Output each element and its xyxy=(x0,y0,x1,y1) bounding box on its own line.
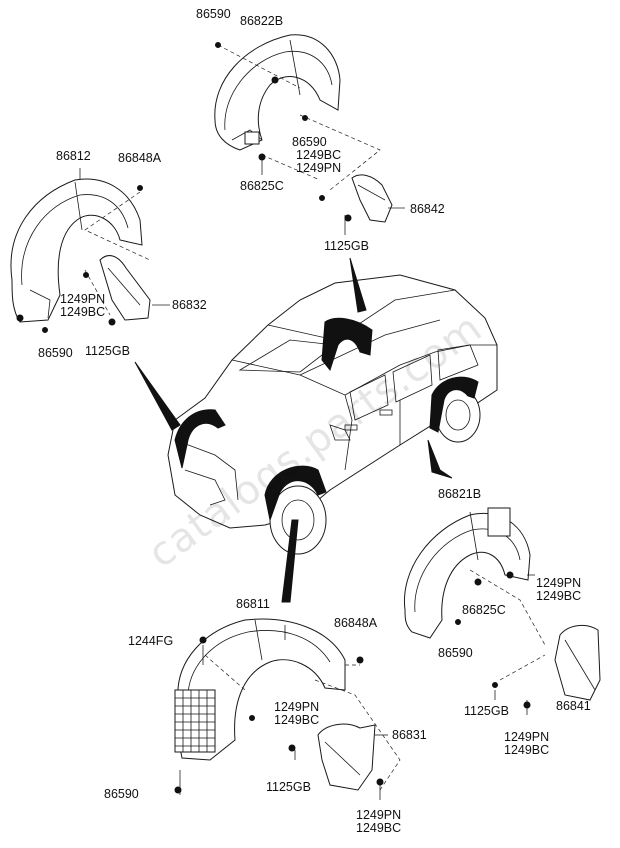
inner-fender-86822b xyxy=(214,34,341,151)
label-86832: 86832 xyxy=(172,298,207,312)
label-86590-left: 86590 xyxy=(38,346,73,360)
label-86842: 86842 xyxy=(410,202,445,216)
label-1249pn-left: 1249PN xyxy=(60,292,106,306)
label-86821b: 86821B xyxy=(438,487,482,501)
mud-guard-86832 xyxy=(99,255,151,321)
label-1249pn-right2: 1249PN xyxy=(504,730,550,744)
label-86812: 86812 xyxy=(56,149,91,163)
inner-fender-86812 xyxy=(10,178,143,323)
label-86825c-top: 86825C xyxy=(240,179,284,193)
label-86590-mid: 86590 xyxy=(292,135,327,149)
inner-fender-86821b xyxy=(403,507,531,639)
mud-guard-86842 xyxy=(351,174,393,223)
label-1249bc-right2: 1249BC xyxy=(504,743,550,757)
label-1249pn-right: 1249PN xyxy=(536,576,582,590)
label-86848a-left: 86848A xyxy=(118,151,162,165)
label-86848a-bottom: 86848A xyxy=(334,616,378,630)
label-1249pn-bottom2: 1249PN xyxy=(356,808,402,822)
mud-guard-86841 xyxy=(554,624,601,701)
label-86831: 86831 xyxy=(392,728,427,742)
label-1249pn-mid: 1249PN xyxy=(296,161,342,175)
label-86590-top: 86590 xyxy=(196,7,231,21)
mud-guard-86831 xyxy=(317,723,376,791)
bottom-guides xyxy=(174,636,401,800)
label-86825c-right: 86825C xyxy=(462,603,506,617)
label-1249bc-right: 1249BC xyxy=(536,589,582,603)
label-1249pn-bottom: 1249PN xyxy=(274,700,320,714)
inner-fender-86811 xyxy=(174,618,346,761)
label-86841: 86841 xyxy=(556,699,591,713)
label-1249bc-bottom2: 1249BC xyxy=(356,821,402,835)
label-1125gb-left: 1125GB xyxy=(85,344,130,358)
label-86811: 86811 xyxy=(236,597,270,611)
label-86590-bottom: 86590 xyxy=(104,787,139,801)
label-1249bc-bottom: 1249BC xyxy=(274,713,320,727)
label-1244fg: 1244FG xyxy=(128,634,174,648)
label-1249bc-left: 1249BC xyxy=(60,305,106,319)
label-1125gb-top: 1125GB xyxy=(324,239,369,253)
label-86822b: 86822B xyxy=(240,14,284,28)
right-guides xyxy=(455,569,546,715)
vehicle-illustration xyxy=(134,257,498,603)
top-guides xyxy=(215,42,405,235)
left-guides xyxy=(42,168,170,333)
label-1125gb-bottom: 1125GB xyxy=(266,780,311,794)
label-1125gb-right: 1125GB xyxy=(464,704,509,718)
label-1249bc-mid: 1249BC xyxy=(296,148,342,162)
label-86590-right: 86590 xyxy=(438,646,473,660)
